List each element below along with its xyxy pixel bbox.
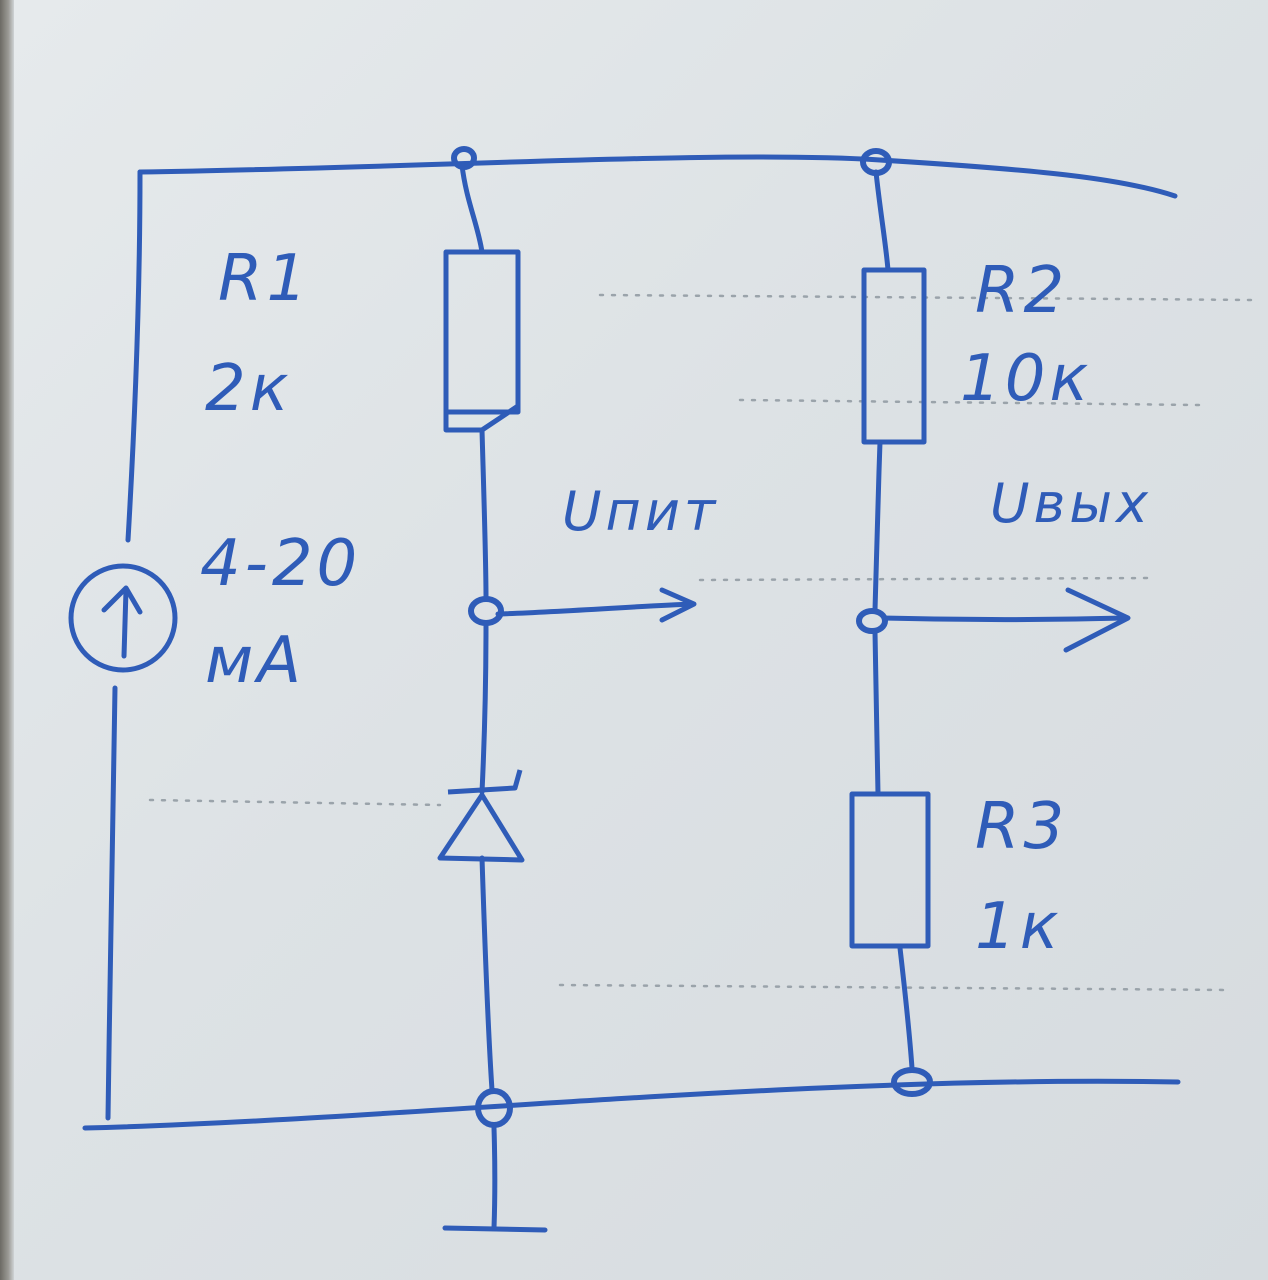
- r1-value-label: 2к: [205, 352, 292, 426]
- node-top-r2: [860, 148, 892, 176]
- node-ground: [475, 1088, 513, 1128]
- supply-output-arrow-line: [495, 601, 695, 617]
- r1-to-node-wire: [479, 427, 489, 601]
- node-to-zener-wire: [479, 622, 489, 795]
- r2-top-wire: [873, 169, 891, 273]
- node-to-r3-wire: [872, 629, 881, 797]
- resistor-r3: [849, 791, 931, 949]
- resistor-r2: [861, 267, 927, 445]
- supply-output-arrow-head: [659, 587, 697, 623]
- source-range-label: 4-20: [200, 527, 361, 601]
- top-rail-wire: [137, 154, 1178, 199]
- node-top-r1: [451, 146, 477, 170]
- ground-stem-wire: [491, 1125, 498, 1231]
- paper-edge-shadow: [0, 0, 14, 1280]
- r3-name-label: R3: [975, 790, 1068, 864]
- r2-value-label: 10к: [960, 342, 1092, 416]
- current-source-arrow-icon: [68, 563, 178, 673]
- left-rail-upper-wire: [125, 169, 143, 543]
- paper-guide-lines: [148, 293, 1257, 992]
- zener-diode-icon: [437, 769, 525, 863]
- resistor-r1-foot: [443, 403, 520, 433]
- output-voltage-label: Uвых: [990, 472, 1152, 535]
- r2-name-label: R2: [975, 254, 1068, 328]
- left-rail-lower-wire: [105, 685, 118, 1121]
- r3-value-label: 1к: [975, 890, 1062, 964]
- ground-icon: [442, 1225, 548, 1233]
- source-unit-label: мА: [205, 624, 305, 698]
- output-arrow-head: [1063, 587, 1131, 653]
- resistor-r1: [443, 249, 521, 415]
- r1-top-wire: [459, 162, 485, 255]
- bottom-rail-wire: [82, 1078, 1181, 1131]
- supply-voltage-label: Uпит: [562, 480, 719, 543]
- node-supply: [468, 596, 504, 626]
- output-arrow-line: [882, 615, 1128, 622]
- zener-to-ground-wire: [479, 855, 495, 1093]
- node-output: [856, 608, 888, 634]
- r3-to-bottom-wire: [897, 945, 915, 1071]
- r2-to-node-wire: [872, 439, 883, 613]
- r1-name-label: R1: [218, 242, 311, 316]
- node-bottom-r3: [891, 1067, 933, 1097]
